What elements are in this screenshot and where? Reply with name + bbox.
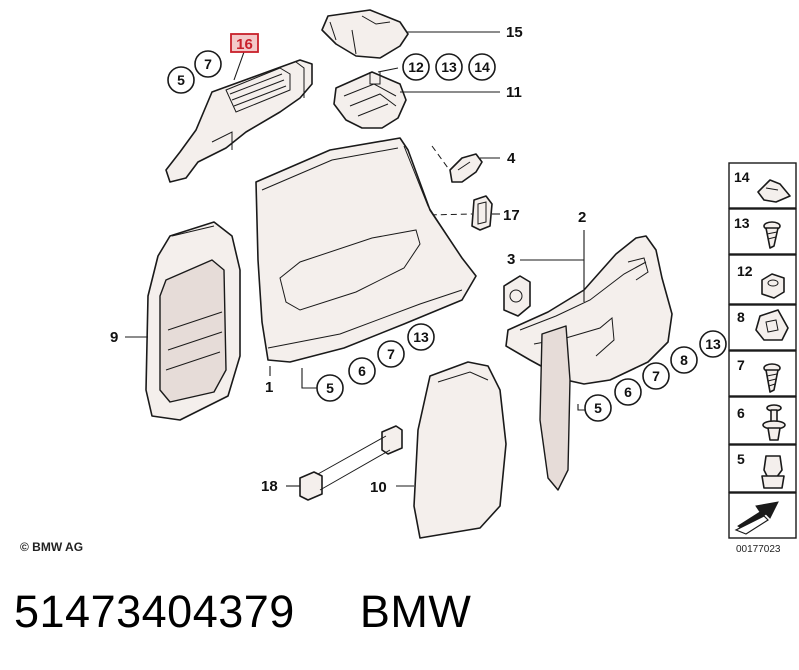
callout-circle-11-12: 12 (402, 53, 430, 81)
svg-text:14: 14 (734, 169, 750, 185)
callout-17: 17 (503, 207, 520, 224)
svg-text:12: 12 (737, 263, 753, 279)
callout-circle-16-5: 5 (167, 66, 195, 94)
svg-text:7: 7 (652, 368, 660, 384)
svg-text:7: 7 (387, 346, 395, 362)
copyright-notice: © BMW AG (20, 540, 84, 554)
svg-text:13: 13 (734, 215, 750, 231)
callout-circle-2-6: 6 (614, 378, 642, 406)
callout-1: 1 (265, 379, 273, 396)
callout-3: 3 (507, 251, 515, 268)
callout-9: 9 (110, 329, 118, 346)
callout-15: 15 (506, 24, 523, 41)
svg-text:5: 5 (177, 72, 185, 88)
callout-circle-2-13: 13 (699, 330, 727, 358)
svg-text:6: 6 (358, 363, 366, 379)
part-2-lower-section[interactable] (539, 325, 571, 491)
callout-circle-1-7: 7 (377, 340, 405, 368)
part-11-bracket[interactable] (333, 71, 407, 129)
part-17-cap[interactable] (471, 195, 493, 231)
diagram-code: 00177023 (736, 544, 781, 555)
part-1-side-trim-panel[interactable] (255, 137, 477, 363)
part-18-strap[interactable] (299, 425, 403, 501)
callout-16: 16 (236, 36, 253, 53)
svg-text:5: 5 (737, 451, 745, 467)
svg-text:5: 5 (594, 400, 602, 416)
callout-circle-2-5: 5 (584, 394, 612, 422)
brand-name: BMW (359, 586, 472, 637)
fastener-legend: 14 13 12 8 7 (728, 162, 797, 539)
svg-text:8: 8 (737, 309, 745, 325)
legend-item-8[interactable]: 8 (728, 304, 797, 351)
legend-item-13[interactable]: 13 (728, 208, 797, 255)
legend-item-6[interactable]: 6 (728, 396, 797, 445)
legend-item-7[interactable]: 7 (728, 350, 797, 397)
callout-circle-2-8: 8 (670, 346, 698, 374)
callout-2: 2 (578, 209, 586, 226)
part-9-side-window-trim[interactable] (145, 221, 241, 421)
svg-text:6: 6 (737, 405, 745, 421)
svg-text:8: 8 (680, 352, 688, 368)
legend-item-12[interactable]: 12 (728, 254, 797, 305)
svg-text:5: 5 (326, 380, 334, 396)
svg-text:7: 7 (204, 56, 212, 72)
svg-text:12: 12 (408, 59, 424, 75)
callout-11: 11 (506, 84, 522, 101)
legend-arrow-box (728, 492, 797, 539)
svg-text:13: 13 (413, 329, 429, 345)
parts-diagram: 16 5 7 15 11 12 13 14 4 (110, 9, 797, 539)
part-10-lower-trim[interactable] (413, 361, 507, 539)
legend-item-5[interactable]: 5 (728, 444, 797, 493)
svg-text:7: 7 (737, 357, 745, 373)
svg-text:14: 14 (474, 59, 490, 75)
callout-circle-1-6: 6 (348, 357, 376, 385)
caption-bar: 51473404379 BMW (14, 586, 471, 646)
part-15-cover[interactable] (321, 9, 409, 59)
part-4-hook[interactable] (449, 153, 483, 183)
callout-circle-16-7: 7 (194, 50, 222, 78)
part-3-bracket[interactable] (503, 275, 531, 317)
callout-10: 10 (370, 479, 387, 496)
callout-18: 18 (261, 478, 278, 495)
svg-text:13: 13 (705, 336, 721, 352)
callout-circle-1-5: 5 (316, 374, 344, 402)
part-number: 51473404379 (14, 586, 295, 637)
svg-text:13: 13 (441, 59, 457, 75)
callout-circle-11-13: 13 (435, 53, 463, 81)
callout-4: 4 (507, 150, 516, 167)
svg-text:6: 6 (624, 384, 632, 400)
callout-16-box (230, 33, 259, 53)
legend-item-14[interactable]: 14 (728, 162, 797, 209)
part-2-wheel-arch-trim[interactable] (505, 235, 673, 385)
callout-circle-11-14: 14 (468, 53, 496, 81)
callout-circle-2-7: 7 (642, 362, 670, 390)
part-16-upper-trim[interactable] (165, 59, 313, 183)
callout-circle-1-13: 13 (407, 323, 435, 351)
